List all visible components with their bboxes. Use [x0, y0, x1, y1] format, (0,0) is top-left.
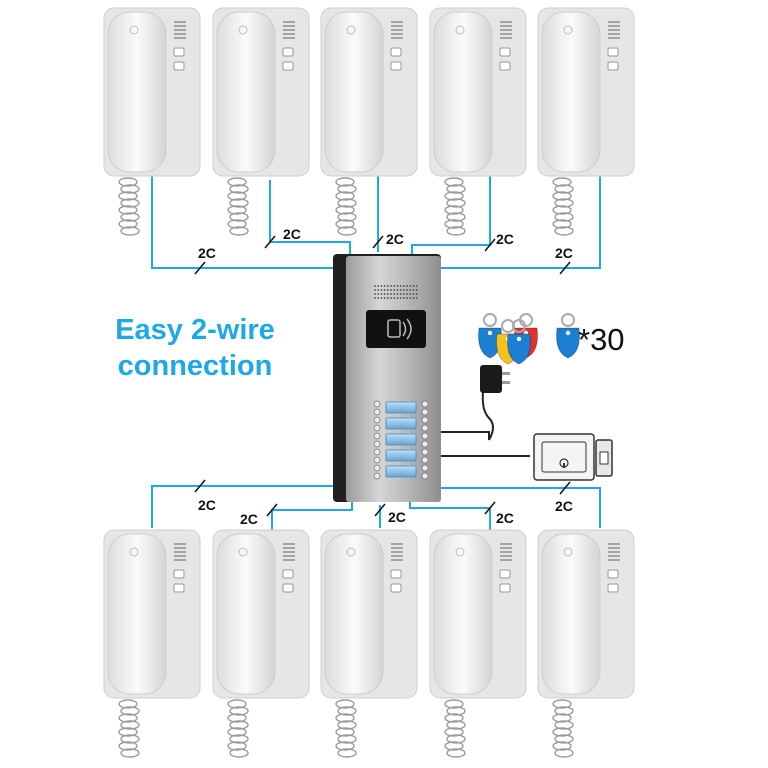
call-button-icon — [421, 464, 429, 472]
call-button-icon — [421, 432, 429, 440]
wire-tick — [559, 261, 571, 275]
speaker-grille-icon — [374, 285, 418, 299]
call-button-icon — [373, 424, 381, 432]
intercom-handset-icon — [212, 529, 310, 758]
wire-top-main — [151, 172, 345, 269]
door-station-icon — [333, 254, 441, 502]
call-button-icon — [373, 448, 381, 456]
wire-top-5 — [440, 176, 601, 269]
intercom-handset-icon — [429, 529, 527, 758]
card-reader-symbol-icon — [387, 318, 412, 340]
call-button-icon — [373, 408, 381, 416]
call-button-icon — [373, 472, 381, 480]
call-button-icon — [373, 464, 381, 472]
headline-line-2: connection — [117, 350, 273, 382]
name-plates — [385, 401, 417, 478]
call-button-icon — [421, 424, 429, 432]
intercom-handset-icon — [537, 529, 635, 758]
rfid-key-tag-icon — [478, 313, 502, 359]
wire-label-2c: 2C — [496, 510, 514, 526]
rfid-tag-count: *30 — [578, 322, 625, 357]
rfid-key-tag-icon — [556, 313, 580, 359]
rfid-key-tag-icon — [507, 319, 531, 365]
wire-top-4 — [411, 176, 491, 262]
name-plate — [385, 449, 417, 462]
intercom-handset-icon — [320, 529, 418, 758]
call-button-icon — [373, 416, 381, 424]
wire-label-2c: 2C — [555, 498, 573, 514]
wire-top-2 — [269, 180, 351, 262]
call-button-icon — [421, 416, 429, 424]
power-adapter-icon — [441, 365, 510, 441]
wire-tick — [484, 238, 496, 252]
wire-label-2c: 2C — [555, 245, 573, 261]
wire-tick — [266, 503, 278, 517]
wire-label-2c: 2C — [198, 245, 216, 261]
card-reader-window — [366, 310, 426, 348]
wire-label-2c: 2C — [496, 231, 514, 247]
wire-bottom-4 — [409, 500, 491, 530]
intercom-handset-icon — [429, 7, 527, 236]
intercom-handset-icon — [212, 7, 310, 236]
call-button-icon — [421, 408, 429, 416]
call-button-icon — [373, 456, 381, 464]
headline-line-1: Easy 2-wire — [115, 314, 275, 346]
wire-bottom-5 — [440, 487, 601, 528]
wire-tick — [484, 501, 496, 515]
call-button-icon — [421, 448, 429, 456]
wire-tick — [374, 503, 386, 517]
wire-tick — [559, 481, 571, 495]
wire-bottom-main — [151, 485, 333, 528]
intercom-handset-icon — [537, 7, 635, 236]
call-button-icon — [373, 440, 381, 448]
intercom-handset-icon — [320, 7, 418, 236]
wire-ticks — [194, 235, 571, 517]
call-button-icon — [421, 440, 429, 448]
call-button-icon — [421, 400, 429, 408]
wire-tick — [194, 261, 206, 275]
intercom-handset-icon — [103, 529, 201, 758]
headline: Easy 2-wire connection — [104, 312, 286, 384]
intercom-handset-icon — [103, 7, 201, 236]
name-plate — [385, 465, 417, 478]
electric-lock-icon — [441, 433, 613, 481]
wire-tick — [372, 235, 384, 249]
name-plate — [385, 401, 417, 414]
call-button-icon — [373, 432, 381, 440]
call-button-icon — [421, 472, 429, 480]
wire-label-2c: 2C — [198, 497, 216, 513]
rfid-key-tags — [478, 313, 580, 365]
wire-tick — [264, 235, 276, 249]
wire-label-2c: 2C — [240, 511, 258, 527]
wire-label-2c: 2C — [386, 231, 404, 247]
call-button-icon — [421, 456, 429, 464]
handsets — [103, 7, 635, 758]
wire-label-2c: 2C — [283, 226, 301, 242]
wire-tick — [194, 479, 206, 493]
wire-label-2c: 2C — [388, 509, 406, 525]
wire-labels: 2C 2C 2C 2C 2C 2C 2C 2C 2C 2C — [198, 226, 573, 527]
call-button-icon — [373, 400, 381, 408]
name-plate — [385, 433, 417, 446]
wires-bottom — [151, 485, 601, 530]
wire-bottom-2 — [271, 500, 353, 530]
wires-top — [151, 172, 601, 269]
name-plate — [385, 417, 417, 430]
call-buttons — [373, 400, 429, 480]
